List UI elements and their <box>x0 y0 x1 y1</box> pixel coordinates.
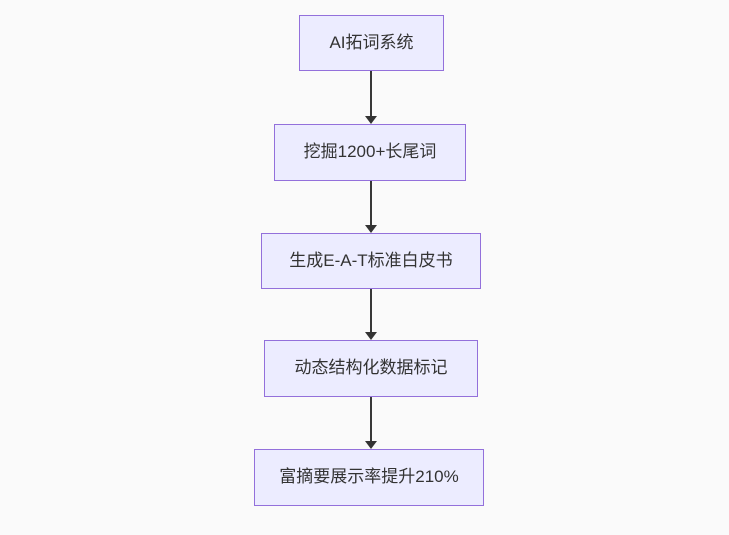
flowchart-node-longtail-mining: 挖掘1200+长尾词 <box>274 124 466 181</box>
flowchart-node-rich-snippet-rate: 富摘要展示率提升210% <box>254 449 484 506</box>
flowchart-node-ai-keyword-system: AI拓词系统 <box>299 15 444 71</box>
flowchart-node-structured-data: 动态结构化数据标记 <box>264 340 478 397</box>
arrowhead-down-icon <box>365 225 377 233</box>
edge-line-3-4 <box>370 289 372 333</box>
arrowhead-down-icon <box>365 116 377 124</box>
edge-line-4-5 <box>370 397 372 442</box>
edge-line-1-2 <box>370 71 372 117</box>
edge-line-2-3 <box>370 181 372 226</box>
node-label: AI拓词系统 <box>329 32 414 52</box>
node-label: 挖掘1200+长尾词 <box>303 142 437 162</box>
arrowhead-down-icon <box>365 332 377 340</box>
node-label: 生成E-A-T标准白皮书 <box>289 250 453 270</box>
node-label: 富摘要展示率提升210% <box>279 467 459 487</box>
node-label: 动态结构化数据标记 <box>294 358 448 378</box>
flowchart-node-eat-whitepaper: 生成E-A-T标准白皮书 <box>261 233 481 289</box>
arrowhead-down-icon <box>365 441 377 449</box>
